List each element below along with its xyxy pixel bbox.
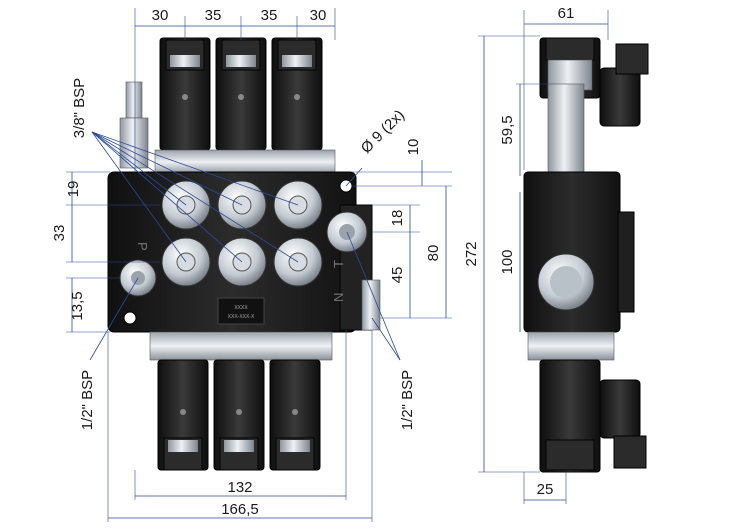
dim-top-30-right: 30 — [310, 7, 327, 24]
dim-right-18: 18 — [389, 210, 406, 227]
label-3-8-bsp: 3/8" BSP — [71, 78, 88, 138]
dim-left-13-5: 13,5 — [69, 291, 86, 320]
port-letter-p: P — [135, 242, 150, 251]
label-hole-diameter: Ø 9 (2x) — [358, 107, 408, 157]
dim-right-80: 80 — [425, 245, 442, 262]
dim-side-61: 61 — [558, 5, 575, 22]
nameplate-line1: XXXX — [234, 305, 248, 311]
front-view: XXXX XXX-XXX-X P T N — [107, 37, 381, 471]
dim-side-272: 272 — [463, 241, 480, 266]
port-letter-t: T — [331, 260, 346, 268]
side-view — [523, 37, 649, 473]
label-1-2-bsp-right: 1/2" BSP — [399, 370, 416, 430]
bottom-coils — [157, 359, 321, 471]
dim-bottom-132: 132 — [227, 479, 252, 496]
dimension-lines — [66, 8, 609, 522]
top-coils — [154, 37, 336, 175]
dim-side-100: 100 — [499, 249, 516, 274]
nameplate — [217, 297, 265, 325]
port-letter-n: N — [331, 293, 346, 302]
dim-left-19: 19 — [65, 181, 82, 198]
dim-right-10: 10 — [405, 139, 422, 156]
dim-side-25: 25 — [537, 481, 554, 498]
dim-top-35-b: 35 — [261, 7, 278, 24]
nameplate-line2: XXX-XXX-X — [228, 314, 255, 320]
dim-left-33: 33 — [51, 225, 68, 242]
dim-right-45: 45 — [389, 267, 406, 284]
relief-valve — [119, 81, 149, 169]
dim-top-35-a: 35 — [205, 7, 222, 24]
dim-side-59-5: 59,5 — [499, 115, 516, 144]
dim-bottom-166-5: 166,5 — [221, 501, 259, 518]
dim-top-30-left: 30 — [152, 7, 169, 24]
label-1-2-bsp-left: 1/2" BSP — [79, 370, 96, 430]
